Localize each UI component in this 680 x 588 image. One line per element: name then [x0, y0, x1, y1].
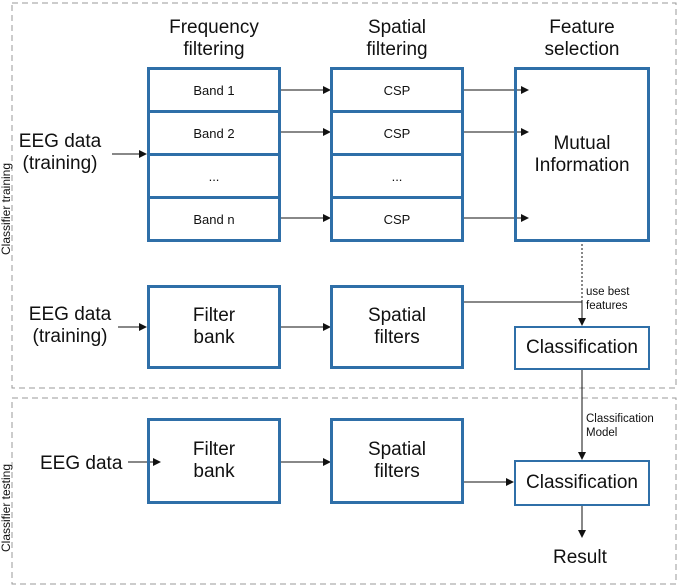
- band-cell: Band n: [147, 196, 281, 242]
- csp-cell: CSP: [330, 196, 464, 242]
- csp-cell: CSP: [330, 67, 464, 113]
- spatial-filters-box-training: Spatial filters: [330, 285, 464, 369]
- header-spatial-filtering: Spatial filtering: [366, 17, 428, 60]
- classification-box-training: Classification: [514, 326, 650, 370]
- training-section-frame: [11, 2, 677, 389]
- band-cell: ...: [147, 153, 281, 199]
- header-feature-selection: Feature selection: [544, 17, 620, 60]
- spatial-filters-box-testing: Spatial filters: [330, 418, 464, 504]
- training-section-label: Classifier training: [0, 162, 13, 255]
- band-cell: Band 2: [147, 110, 281, 156]
- eeg-input-training-1: EEG data (training): [18, 131, 102, 174]
- filter-bank-label: Filter bank: [192, 439, 236, 482]
- testing-section-frame: [11, 397, 677, 585]
- spatial-filters-label: Spatial filters: [367, 439, 427, 482]
- spatial-filters-label: Spatial filters: [367, 305, 427, 348]
- classification-label: Classification: [526, 337, 638, 358]
- csp-cell: CSP: [330, 110, 464, 156]
- mutual-information-label: Mutual Information: [534, 132, 630, 176]
- band-cell: Band 1: [147, 67, 281, 113]
- mutual-information-box: Mutual Information: [514, 67, 650, 242]
- eeg-input-testing: EEG data: [40, 453, 123, 474]
- filter-bank-label: Filter bank: [192, 305, 236, 348]
- eeg-input-training-2: EEG data (training): [28, 304, 112, 347]
- testing-section-label: Classifier testing: [0, 463, 13, 552]
- header-frequency-filtering: Frequency filtering: [169, 17, 259, 60]
- csp-cell: ...: [330, 153, 464, 199]
- arrow-spatial-class: [462, 301, 586, 326]
- classification-model-label: Classification Model: [586, 413, 654, 439]
- classification-label: Classification: [526, 472, 638, 493]
- filter-bank-box-training: Filter bank: [147, 285, 281, 369]
- result-label: Result: [553, 547, 607, 568]
- filter-bank-box-testing: Filter bank: [147, 418, 281, 504]
- classification-box-testing: Classification: [514, 460, 650, 506]
- use-best-features-label: use best features: [586, 286, 630, 312]
